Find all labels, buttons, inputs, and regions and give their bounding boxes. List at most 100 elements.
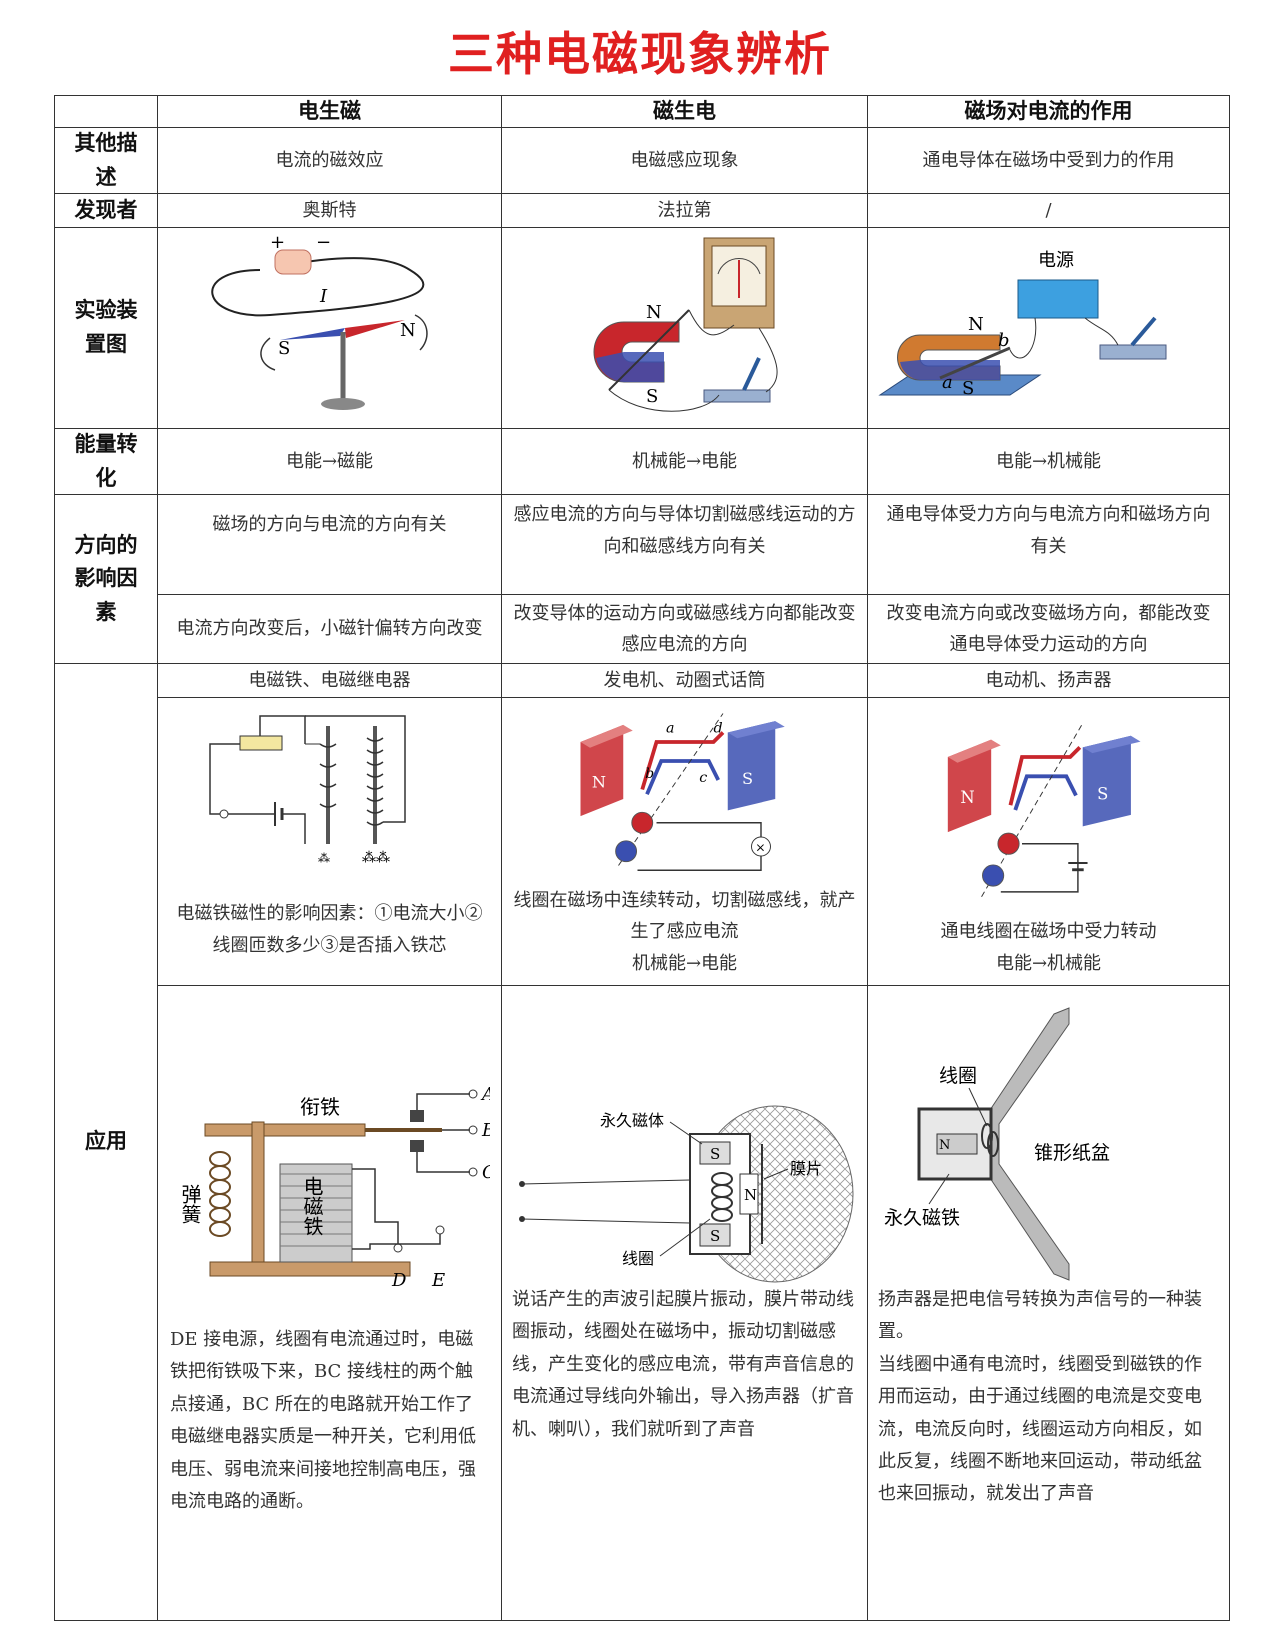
coil-label: 线圈 xyxy=(622,1249,654,1268)
row-label-direction-factors: 方向的影响因素 xyxy=(54,494,158,664)
cone-label: 锥形纸盆 xyxy=(1034,1142,1110,1164)
direction-factor-3: 通电导体受力方向与电流方向和磁场方向有关 xyxy=(867,494,1230,595)
relay-cell: 衔铁 弹簧 电磁铁 A B C D E DE 接电源，线圈有电流通过时，电磁铁把… xyxy=(157,985,502,1621)
svg-text:×: × xyxy=(755,840,765,854)
south-label: S xyxy=(1097,784,1108,803)
b-label: b xyxy=(998,330,1010,351)
motor-diagram: N S xyxy=(947,723,1141,897)
current-label: I xyxy=(319,286,328,307)
row-label-experiment: 实验装置图 xyxy=(54,227,158,429)
generator-diagram: N S a b c d × xyxy=(580,713,785,871)
south-magnet-icon xyxy=(1082,735,1131,827)
south-label: S xyxy=(742,769,753,788)
u-magnet-icon xyxy=(899,360,1000,380)
electromagnet-circuit-diagram: ⁂ ⁂⁂ xyxy=(208,715,406,866)
d-label: d xyxy=(713,721,722,737)
magnet-n-icon xyxy=(739,1173,758,1215)
power-label: 电源 xyxy=(1038,250,1074,271)
speaker-principle: 当线圈中通有电流时，线圈受到磁铁的作用而运动，由于通过线圈的电流是交变电流，电流… xyxy=(878,1353,1202,1505)
other-description-2: 电磁感应现象 xyxy=(501,127,868,194)
north-magnet-icon xyxy=(947,739,991,833)
header-electricity-to-magnetism: 电生磁 xyxy=(157,95,502,128)
speaker-diagram: N 线圈 锥形纸盆 永久磁铁 xyxy=(884,1007,1110,1281)
c-label: c xyxy=(699,770,707,786)
electromagnet-cell: ⁂ ⁂⁂ 电磁铁磁性的影响因素：①电流大小②线圈匝数多少③是否插入铁芯 xyxy=(157,697,502,986)
south-magnet-icon xyxy=(727,721,775,811)
permanent-magnet-label: 永久磁铁 xyxy=(884,1207,960,1229)
paperclips-small-icon: ⁂ xyxy=(318,851,330,865)
needle-north-icon xyxy=(344,320,405,338)
comparison-table: 电生磁 磁生电 磁场对电流的作用 其他描述 电流的磁效应 电磁感应现象 通电导体… xyxy=(54,95,1230,1621)
south-label: S xyxy=(962,378,974,399)
relay-essence: 电磁继电器实质是一种开关，它利用低电压、弱电流来间接地控制高电压，强电流电路的通… xyxy=(170,1426,476,1512)
minus-label: − xyxy=(316,232,331,253)
switch-base-icon xyxy=(703,389,770,403)
south-label: S xyxy=(278,338,290,359)
relay-diagram: 衔铁 弹簧 电磁铁 A B C D E xyxy=(178,1084,490,1291)
row-label-application: 应用 xyxy=(54,663,158,1621)
north-label: N xyxy=(400,320,416,341)
motor-energy: 电能→机械能 xyxy=(995,952,1102,974)
speaker-cell: N 线圈 锥形纸盆 永久磁铁 扬声器是把电信号转换为声信号的一种装置。 当线圈中… xyxy=(867,985,1230,1621)
armature-label: 衔铁 xyxy=(300,1095,340,1119)
paperclips-large-icon: ⁂⁂ xyxy=(362,849,390,866)
power-supply-icon xyxy=(1017,279,1098,319)
north-label: N xyxy=(591,773,605,792)
terminal-e-label: E xyxy=(431,1270,445,1291)
spring-icon xyxy=(208,1151,231,1237)
diaphragm-label: 膜片 xyxy=(790,1159,822,1178)
permanent-magnet-label: 永久磁体 xyxy=(600,1111,664,1130)
south-label: S xyxy=(646,386,658,407)
header-corner xyxy=(54,95,158,128)
direction-change-3: 改变电流方向或改变磁场方向，都能改变通电导体受力运动的方向 xyxy=(867,594,1230,664)
n-label: N xyxy=(939,1138,950,1153)
north-magnet-icon xyxy=(580,724,623,817)
u-magnet-icon xyxy=(595,352,664,382)
energy-conversion-2: 机械能→电能 xyxy=(501,428,868,495)
slip-ring-icon xyxy=(614,840,637,863)
row-label-other-description: 其他描述 xyxy=(54,127,158,194)
needle-south-icon xyxy=(279,328,345,340)
magnet-s-top-icon xyxy=(699,1141,730,1165)
a-label: a xyxy=(666,721,675,737)
discoverer-2: 法拉第 xyxy=(501,193,868,228)
slip-ring-icon xyxy=(630,811,653,834)
spring-label: 弹簧 xyxy=(178,1184,202,1224)
n-label: N xyxy=(744,1186,757,1204)
discoverer-1: 奥斯特 xyxy=(157,193,502,228)
slip-ring-icon xyxy=(981,864,1004,887)
row-label-energy-conversion: 能量转化 xyxy=(54,428,158,495)
generator-energy: 机械能→电能 xyxy=(631,952,738,974)
electromagnet-factors-text: 电磁铁磁性的影响因素：①电流大小②线圈匝数多少③是否插入铁芯 xyxy=(176,903,483,956)
row-label-discoverer: 发现者 xyxy=(54,193,158,228)
needle-stand-icon xyxy=(320,398,365,410)
direction-factor-1: 磁场的方向与电流的方向有关 xyxy=(157,494,502,595)
north-label: N xyxy=(960,788,974,807)
battery-icon xyxy=(274,249,311,275)
motor-description: 通电线圈在磁场中受力转动 xyxy=(940,921,1157,942)
application-title-3: 电动机、扬声器 xyxy=(867,663,1230,698)
electromagnet-label: 电磁铁 xyxy=(300,1176,324,1236)
other-description-1: 电流的磁效应 xyxy=(157,127,502,194)
a-label: a xyxy=(942,372,953,393)
microphone-cell: S S N 永久磁体 膜片 线圈 说话产生的声波引起膜片振动，膜片带动线圈振动，… xyxy=(501,985,868,1621)
armature-icon xyxy=(204,1123,365,1137)
generator-cell: N S a b c d × 线圈在磁场中连续转动，切割磁感线，就产生了感应电流 … xyxy=(501,697,868,986)
terminal-c-label: C xyxy=(482,1162,490,1183)
b-label: b xyxy=(645,766,654,782)
energy-conversion-1: 电能→磁能 xyxy=(157,428,502,495)
speaker-definition: 扬声器是把电信号转换为声信号的一种装置。 xyxy=(878,1289,1202,1343)
header-force-on-current: 磁场对电流的作用 xyxy=(867,95,1230,128)
slip-ring-icon xyxy=(996,832,1020,855)
microphone-diagram: S S N 永久磁体 膜片 线圈 xyxy=(518,1105,853,1283)
direction-factor-2: 感应电流的方向与导体切割磁感线运动的方向和磁感线方向有关 xyxy=(501,494,868,595)
north-label: N xyxy=(646,302,662,323)
north-label: N xyxy=(968,314,984,335)
generator-description: 线圈在磁场中连续转动，切割磁感线，就产生了感应电流 xyxy=(513,889,856,943)
oersted-experiment-diagram: + − I S N xyxy=(157,227,502,429)
energy-conversion-3: 电能→机械能 xyxy=(867,428,1230,495)
direction-change-2: 改变导体的运动方向或磁感线方向都能改变感应电流的方向 xyxy=(501,594,868,664)
magnet-s-bottom-icon xyxy=(699,1223,730,1247)
motor-cell: N S 通电线圈在磁场中受力转动 电能→机械能 xyxy=(867,697,1230,986)
discoverer-3: / xyxy=(867,193,1230,228)
